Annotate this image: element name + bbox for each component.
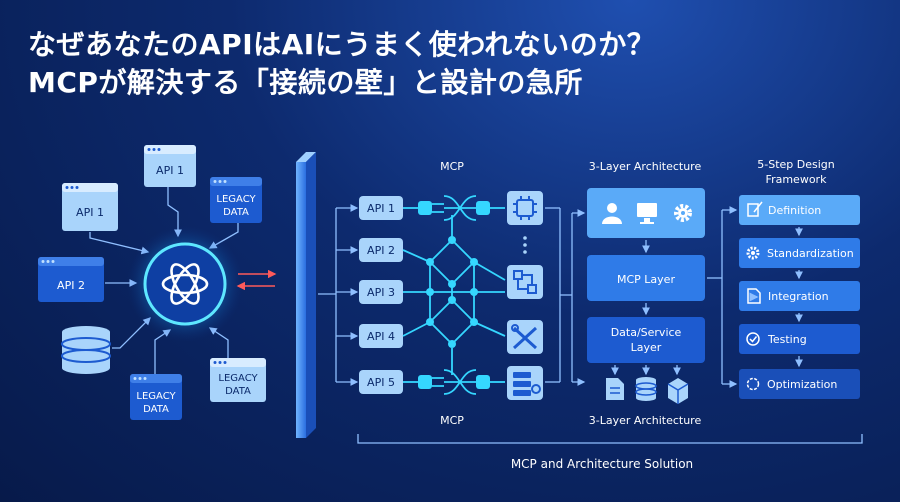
mcp-api-1: API 1	[359, 196, 403, 220]
step-definition-label: Definition	[768, 204, 821, 217]
check-circle-icon	[746, 332, 760, 346]
mcp-api-4: API 4	[359, 324, 403, 348]
database-small-icon	[635, 377, 657, 401]
connection-wall	[296, 152, 316, 438]
api1-left-window: API 1	[62, 183, 118, 231]
data-layer-line1: Data/Service	[611, 326, 682, 339]
legacy-data-bottom-left-window: LEGACY DATA	[130, 374, 182, 420]
step-standardization: Standardization	[739, 238, 860, 268]
svg-text:API 5: API 5	[367, 376, 395, 389]
tools-icon	[507, 320, 543, 354]
ai-hub	[127, 226, 243, 342]
mcp-api-5: API 5	[359, 370, 403, 394]
document-arrow-icon	[747, 288, 761, 304]
mcp-api-3: API 3	[359, 280, 403, 304]
data-layer-line2: Layer	[631, 341, 662, 354]
api1-left-label: API 1	[76, 206, 104, 219]
step-integration: Integration	[739, 281, 860, 311]
ellipsis-vertical-icon	[523, 236, 527, 254]
gear-small-icon	[746, 246, 760, 260]
step-standardization-label: Standardization	[767, 247, 854, 260]
legacy-data-bottom-right-window: LEGACY DATA	[210, 358, 266, 402]
framework-title-line2: Framework	[766, 173, 828, 186]
user-icon	[602, 203, 622, 224]
footer-bracket	[357, 434, 863, 444]
api1-top-label: API 1	[156, 164, 184, 177]
step-optimization: Optimization	[739, 369, 860, 399]
data-service-layer-box: Data/Service Layer	[587, 317, 705, 363]
step-testing: Testing	[739, 324, 860, 354]
api2-label: API 2	[57, 279, 85, 292]
connector-database	[112, 317, 151, 349]
api1-top-window: API 1	[144, 145, 196, 187]
arch-framework-bracket	[707, 206, 738, 388]
server-icon	[507, 366, 543, 400]
connector-api1-left	[89, 232, 150, 255]
svg-text:API 3: API 3	[367, 286, 395, 299]
title-line-2: MCPが解決する「接続の壁」と設計の急所	[28, 66, 583, 99]
step-testing-label: Testing	[767, 333, 807, 346]
page-title: なぜあなたのAPIはAIにうまく使われないのか？ MCPが解決する「接続の壁」と…	[28, 26, 655, 102]
legacy-br-line1: LEGACY	[218, 373, 258, 384]
ai-knot-icon	[161, 263, 209, 305]
database-icon	[61, 326, 111, 374]
api2-window: API 2	[38, 257, 104, 302]
svg-text:API 4: API 4	[367, 330, 395, 343]
arch-top-label: 3-Layer Architecture	[589, 160, 702, 173]
legacy-top-line1: LEGACY	[216, 194, 256, 205]
mcp-network-nodes	[426, 236, 478, 348]
legacy-bl-line1: LEGACY	[136, 391, 176, 402]
connector-api1-top	[167, 187, 182, 238]
svg-text:API 1: API 1	[367, 202, 395, 215]
wall-bracket	[318, 204, 359, 386]
edit-icon	[747, 201, 763, 217]
step-integration-label: Integration	[768, 290, 829, 303]
gear-icon	[674, 204, 692, 222]
mcp-bottom-label: MCP	[440, 414, 464, 427]
refresh-icon	[746, 377, 760, 391]
flow-icon	[507, 265, 543, 299]
legacy-br-line2: DATA	[225, 386, 251, 397]
legacy-bl-line2: DATA	[143, 404, 169, 415]
document-icon	[606, 378, 624, 400]
mcp-layer-label: MCP Layer	[617, 273, 675, 286]
step-definition: Definition	[739, 195, 860, 225]
cube-icon	[667, 378, 689, 404]
legacy-data-top-window: LEGACY DATA	[210, 177, 262, 223]
title-line-1: なぜあなたのAPIはAIにうまく使われないのか？	[28, 28, 656, 61]
arch-arrow-3	[611, 365, 681, 376]
mcp-api-2: API 2	[359, 238, 403, 262]
chip-icon	[507, 191, 543, 225]
mcp-layer-box: MCP Layer	[587, 255, 705, 301]
red-arrows	[236, 269, 277, 291]
framework-title-line1: 5-Step Design	[757, 158, 835, 171]
mcp-network	[402, 195, 506, 395]
presentation-layer	[587, 188, 705, 238]
step-optimization-label: Optimization	[767, 378, 837, 391]
mcp-arch-bracket	[545, 207, 586, 386]
monitor-icon	[637, 203, 657, 224]
svg-text:API 2: API 2	[367, 244, 395, 257]
legacy-top-line2: DATA	[223, 207, 249, 218]
mcp-top-label: MCP	[440, 160, 464, 173]
arch-bottom-label: 3-Layer Architecture	[589, 414, 702, 427]
footer-label: MCP and Architecture Solution	[511, 457, 693, 471]
